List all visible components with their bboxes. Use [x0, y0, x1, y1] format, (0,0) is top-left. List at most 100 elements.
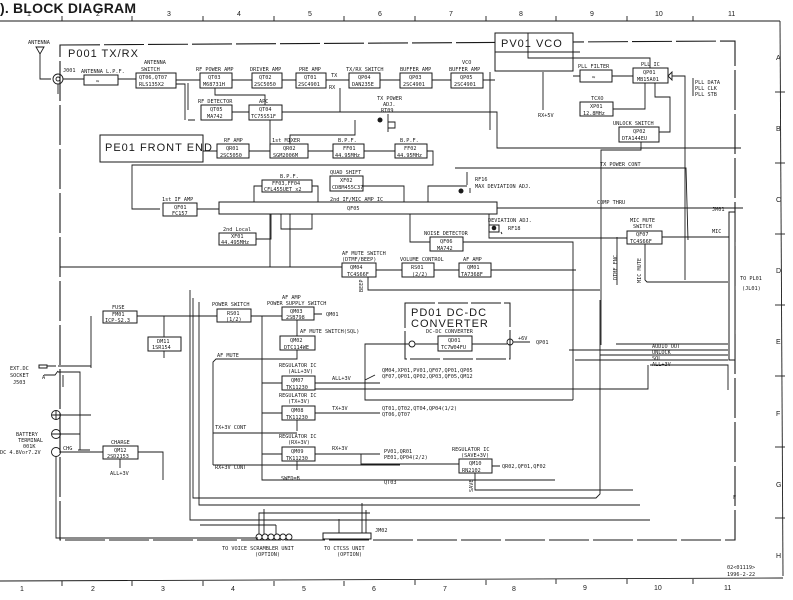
- svg-text:UNLOCK: UNLOCK: [652, 350, 672, 356]
- power-bus-outline: [192, 298, 601, 499]
- svg-text:DTC114WE: DTC114WE: [284, 345, 309, 351]
- swed-label: SWED=B: [281, 476, 300, 482]
- dcdc-converter-block: DC-DC CONVERTER QD01 TC7W04FU +6V QP01: [408, 329, 549, 352]
- f-marker: F: [733, 495, 736, 501]
- tx-power-cont-line: [455, 167, 689, 241]
- svg-text:QM04: QM04: [350, 265, 363, 271]
- col-label: 4: [237, 11, 241, 18]
- svg-text:QM04,XP01,PV01,QF07,QP01,QP05: QM04,XP01,PV01,QF07,QP01,QP05: [382, 368, 473, 374]
- svg-text:POWER SUPPLY SWITCH: POWER SUPPLY SWITCH: [267, 301, 326, 307]
- svg-text:SWITCH: SWITCH: [633, 224, 652, 230]
- fuse-block: FUSE FM01 ICP-S2.3: [102, 305, 138, 324]
- row-label: H: [776, 553, 781, 560]
- pll-filter-block: PLL FILTER ≈: [578, 64, 613, 83]
- tx-rx-unit-title: P001 TX/RX: [68, 48, 139, 60]
- svg-text:2nd IF/MIC AMP IC: 2nd IF/MIC AMP IC: [330, 197, 383, 203]
- svg-text:FF02: FF02: [404, 146, 417, 152]
- svg-text:VCO: VCO: [462, 60, 471, 66]
- svg-text:QT02: QT02: [259, 75, 272, 81]
- beep-label: BEEP: [359, 280, 365, 293]
- svg-text:DAN235E: DAN235E: [352, 82, 374, 88]
- svg-text:QT03: QT03: [208, 75, 221, 81]
- svg-text:REGULATOR IC: REGULATOR IC: [452, 447, 489, 453]
- rf-detector-block: RF DETECTOR QT05 MA742: [198, 99, 233, 121]
- col-label: 9: [583, 585, 587, 592]
- regulator-save3v-block: REGULATOR IC (SAVE+3V) QM10 RN2102 QR02,…: [452, 447, 633, 492]
- svg-text:(DTMF/BEEP): (DTMF/BEEP): [342, 257, 376, 263]
- vco-title: PV01 VCO: [501, 38, 563, 50]
- col-label: 7: [449, 11, 453, 18]
- svg-text:1st IF AMP: 1st IF AMP: [162, 197, 193, 203]
- svg-text:QT06,QT07: QT06,QT07: [382, 412, 410, 418]
- svg-text:DM11: DM11: [157, 339, 170, 345]
- af-mute-switch-sql-block: AF MUTE SWITCH(SQL) QM02 DTC114WE: [279, 329, 359, 351]
- svg-text:QM07: QM07: [291, 378, 304, 384]
- svg-text:AF AMP: AF AMP: [463, 257, 482, 263]
- svg-text:ADJ.: ADJ.: [383, 102, 396, 108]
- svg-text:QM02: QM02: [290, 338, 303, 344]
- svg-text:2SB798: 2SB798: [286, 315, 305, 321]
- svg-text:BUFFER AMP: BUFFER AMP: [400, 67, 431, 73]
- svg-text:TA7368F: TA7368F: [461, 272, 483, 278]
- svg-text:XF02: XF02: [340, 178, 353, 184]
- tcxo-block: TCXO XP01 12.8MHz: [579, 83, 646, 117]
- svg-text:2nd Local: 2nd Local: [223, 227, 251, 233]
- svg-text:TC7W04FU: TC7W04FU: [441, 345, 466, 351]
- svg-text:AF MUTE SWITCH(SQL): AF MUTE SWITCH(SQL): [300, 329, 359, 335]
- bpf2-block: B.P.F. FF02 44.95MHz: [394, 138, 428, 159]
- svg-text:MAX DEVIATION ADJ.: MAX DEVIATION ADJ.: [475, 184, 531, 190]
- grid-labels: 1 2 3 4 5 6 7 8 9 10 11 1 2 3 4 5 6 7 8 …: [20, 11, 781, 593]
- col-label: 2: [91, 586, 95, 593]
- rx5v-label: RX+5V: [538, 113, 554, 119]
- page-title: ). BLOCK DIAGRAM: [0, 0, 137, 16]
- svg-text:RN2102: RN2102: [462, 468, 481, 474]
- diode-block: DM11 1SR154: [147, 316, 182, 358]
- voice-scrambler-connector: TO VOICE SCRAMBLER UNIT (OPTION): [200, 509, 370, 558]
- svg-text:RLS135X2: RLS135X2: [139, 82, 164, 88]
- svg-text:CHARGE: CHARGE: [111, 440, 130, 446]
- svg-text:2SC5050: 2SC5050: [220, 153, 242, 159]
- svg-text:SAVE: SAVE: [469, 480, 475, 493]
- svg-text:PLL CLK: PLL CLK: [695, 86, 718, 92]
- pre-amp-block: PRE AMP QT01 2SC4901: [295, 67, 327, 89]
- svg-text:TO CTCSS UNIT: TO CTCSS UNIT: [324, 546, 365, 552]
- regulator-rx3v-block: REGULATOR IC (RX+3V) QM09 TK11230 RX+3V …: [262, 434, 460, 470]
- svg-text:(ALL+3V): (ALL+3V): [288, 369, 313, 375]
- svg-text:QP01: QP01: [536, 340, 549, 346]
- svg-text:TCXO: TCXO: [591, 96, 604, 102]
- buffer-amp-block: BUFFER AMP QP03 2SC4901: [399, 67, 433, 89]
- svg-text:EXT.DC: EXT.DC: [10, 366, 29, 372]
- svg-text:44.95MHz: 44.95MHz: [335, 153, 360, 159]
- row-label: C: [776, 197, 781, 204]
- antenna-switch-block: ANTENNA SWITCH QT06,QT07 RLS135X2: [135, 60, 177, 89]
- svg-text:POWER SWITCH: POWER SWITCH: [212, 302, 249, 308]
- svg-text:(2/2): (2/2): [412, 272, 428, 278]
- svg-text:RF DETECTOR: RF DETECTOR: [198, 99, 233, 105]
- dcdc-title-2: CONVERTER: [411, 318, 489, 330]
- if-lines: [197, 185, 743, 210]
- volume-control-block: VOLUME CONTROL RS01 (2/2): [400, 257, 444, 278]
- jm01-label: JM01: [712, 207, 725, 213]
- rx-label: RX: [329, 85, 336, 91]
- svg-text:B.P.F.: B.P.F.: [338, 138, 357, 144]
- svg-text:ANTENNA: ANTENNA: [144, 60, 167, 66]
- col-label: 1: [27, 11, 31, 18]
- svg-text:TC4S66F: TC4S66F: [630, 239, 652, 245]
- svg-text:MA742: MA742: [207, 114, 223, 120]
- dcdc-title-1: PD01 DC-DC: [411, 307, 487, 319]
- col-label: 10: [654, 585, 662, 592]
- row-label: F: [776, 411, 780, 418]
- row-label: D: [776, 268, 781, 275]
- svg-text:PLL STB: PLL STB: [695, 92, 717, 98]
- qt03-label: QT03: [384, 480, 397, 486]
- svg-text:(SAVE+3V): (SAVE+3V): [461, 453, 489, 459]
- power-bus-lines: [189, 290, 650, 521]
- svg-text:RF AMP: RF AMP: [224, 138, 243, 144]
- vco-buffer-amp-block: VCO BUFFER AMP QP05 2SC4901: [449, 60, 484, 89]
- svg-text:DTA144EU: DTA144EU: [622, 136, 647, 142]
- svg-text:≈: ≈: [96, 79, 100, 85]
- svg-text:(1/2): (1/2): [226, 317, 242, 323]
- svg-text:(RX+3V): (RX+3V): [288, 440, 310, 446]
- svg-text:TX+3V: TX+3V: [332, 406, 348, 412]
